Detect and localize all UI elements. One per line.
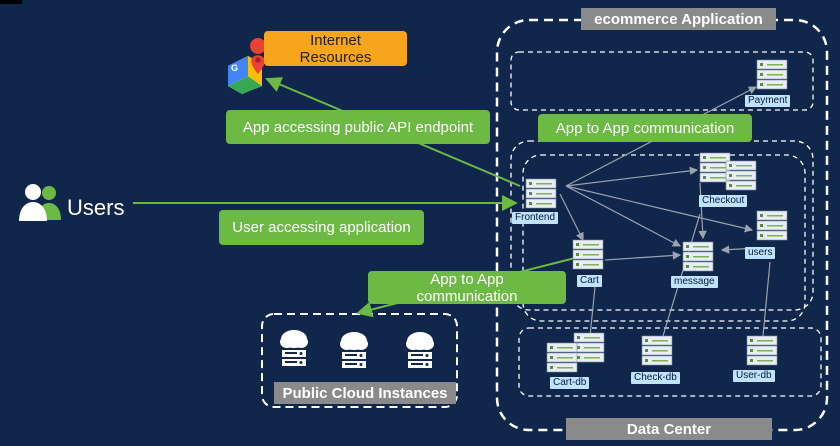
internet-resources-box: Internet Resources <box>264 31 407 66</box>
cart-db-link <box>589 286 596 337</box>
checkout-message-link <box>698 182 707 240</box>
frontend-message-link <box>565 185 682 247</box>
checkout-server-icon <box>699 152 731 183</box>
cloud-server-icon <box>280 330 308 366</box>
app-to-app-top-label: App to App communication <box>538 114 752 142</box>
google-maps-icon: G <box>228 38 267 94</box>
checkout-server-icon-2 <box>725 160 757 191</box>
users-icon <box>19 184 61 221</box>
user-access-label: User accessing application <box>219 210 424 245</box>
cart-server-icon <box>572 239 604 270</box>
ecommerce-app-title: ecommerce Application <box>581 8 776 30</box>
frontend-label: Frontend <box>512 212 559 224</box>
public-cloud-title: Public Cloud Instances <box>274 382 456 404</box>
frontend-server-icon <box>525 178 557 209</box>
users-service-label: users <box>745 247 776 259</box>
data-center-title: Data Center <box>566 418 772 440</box>
app-tier-outer <box>510 140 814 311</box>
payment-server-icon <box>756 59 788 90</box>
cart-db-server-icon-2 <box>546 342 578 373</box>
message-label: message <box>671 276 718 288</box>
checkout-db-link <box>662 213 701 337</box>
frontend-checkout-link <box>565 166 699 187</box>
check-db-server-icon <box>641 335 673 366</box>
check-db-label: Check-db <box>631 372 680 384</box>
cloud-server-icon <box>406 332 434 368</box>
users-server-icon <box>756 210 788 241</box>
users-label: Users <box>67 195 125 220</box>
payment-zone <box>510 51 814 111</box>
cart-db-server-icon <box>573 332 605 363</box>
users-db-link <box>762 261 771 337</box>
cart-db-label: Cart-db <box>550 377 590 389</box>
payment-label: Payment <box>745 95 791 107</box>
cart-message-link <box>604 251 682 261</box>
app-to-app-bottom-label: App to App communication <box>368 271 566 305</box>
cart-label: Cart <box>577 275 602 287</box>
message-server-icon <box>682 241 714 272</box>
user-db-label: User-db <box>733 370 775 382</box>
cloud-server-icon <box>340 332 368 368</box>
user-db-server-icon <box>746 335 778 366</box>
frontend-cart-link <box>559 193 584 242</box>
top-left-bar <box>0 0 22 4</box>
frontend-users-link <box>565 185 754 233</box>
checkout-label: Checkout <box>699 195 748 207</box>
public-api-label: App accessing public API endpoint <box>226 110 490 144</box>
svg-text:G: G <box>231 63 238 73</box>
